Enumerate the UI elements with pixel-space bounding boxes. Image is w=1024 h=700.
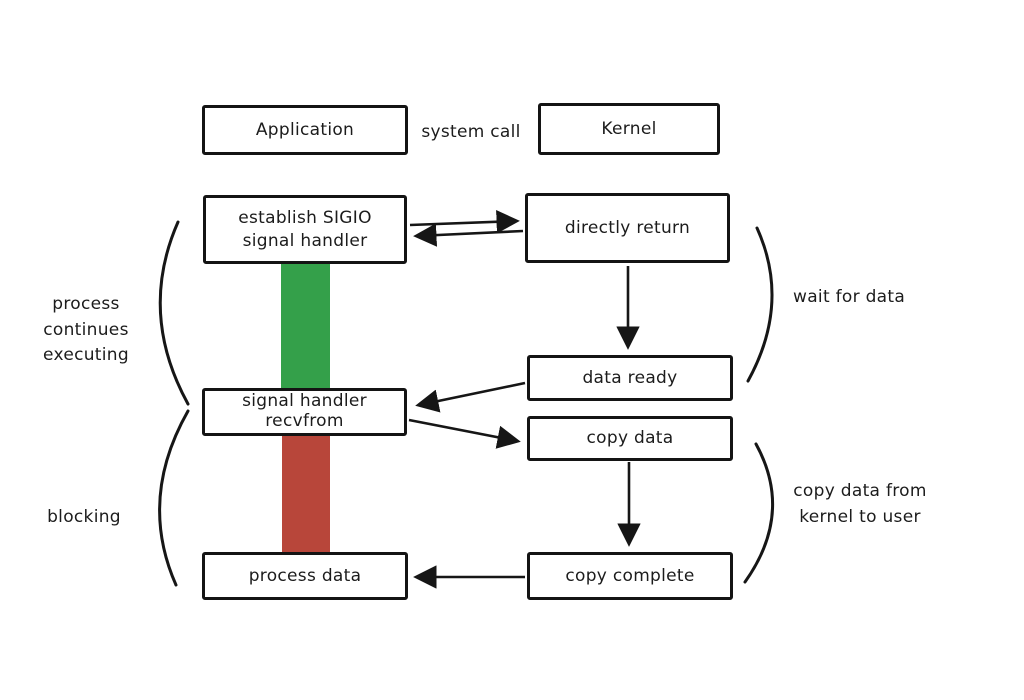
blocking-label: blocking [47, 507, 121, 527]
wait-for-data-label: wait for data [793, 287, 906, 307]
process-continues-executing-label: process continues executing [43, 294, 129, 365]
red-blocking-bar [282, 436, 330, 553]
green-executing-bar [281, 263, 330, 390]
arrow-directly-return-to-app [413, 223, 524, 247]
directly-return-box: directly return [525, 193, 730, 263]
application-header-box: Application [202, 105, 408, 155]
arrow-establish-to-kernel [409, 210, 520, 234]
signal-handler-recvfrom-box: signal handler recvfrom [202, 388, 407, 436]
copy-complete-box: copy complete [527, 552, 733, 600]
brace-left-bottom [158, 409, 190, 587]
kernel-header-box: Kernel [538, 103, 720, 155]
establish-sigio-box: establish SIGIO signal handler [203, 195, 407, 264]
process-data-box: process data [202, 552, 408, 600]
copy-data-kernel-user-label: copy data from kernel to user [793, 481, 927, 528]
copy-data-box: copy data [527, 416, 733, 461]
arrow-data-ready-to-signal-handler [415, 381, 526, 413]
data-ready-box: data ready [527, 355, 733, 401]
brace-left-top [158, 220, 190, 406]
system-call-label: system call [421, 122, 521, 142]
arrow-recvfrom-to-copy-data [408, 418, 521, 449]
brace-right-top [746, 226, 774, 383]
brace-right-bottom [743, 442, 775, 584]
